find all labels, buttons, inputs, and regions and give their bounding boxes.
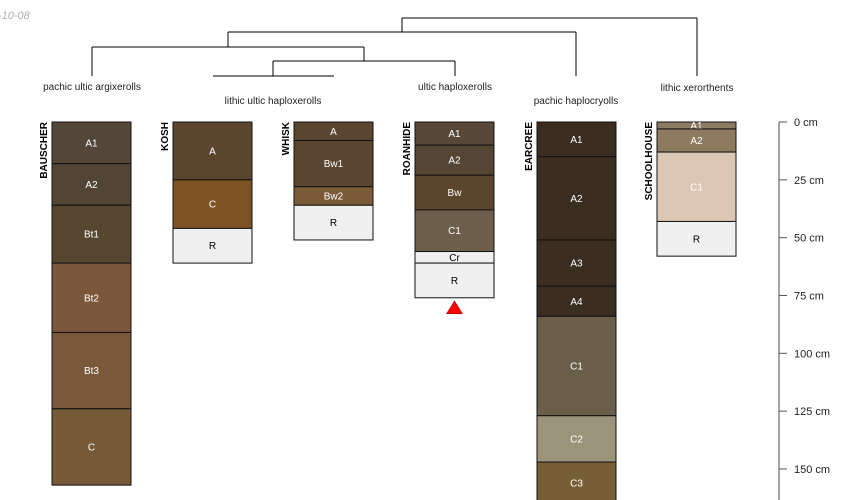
horizon-c1 (536, 315, 617, 417)
horizon-label: C (88, 442, 95, 453)
horizon-a2 (536, 156, 617, 241)
horizon-r (414, 262, 495, 299)
date-stamp: -10-08 (0, 10, 31, 22)
axis-tick-label: 75 cm (794, 290, 824, 302)
horizon-c3 (536, 461, 617, 500)
horizon-label: A (330, 127, 337, 138)
horizon-label: A4 (570, 297, 583, 308)
horizon-c (51, 408, 132, 486)
axis-tick-label: 0 cm (794, 117, 818, 129)
axis-tick-label: 50 cm (794, 233, 824, 245)
horizon-bt1 (51, 204, 132, 264)
horizon-label: A2 (448, 156, 461, 167)
horizon-label: C (209, 200, 216, 211)
horizon-label: Bt3 (84, 366, 99, 377)
horizon-label: A1 (690, 121, 703, 132)
horizon-r (656, 220, 737, 257)
horizon-a3 (536, 239, 617, 287)
taxonomy-label: lithic ultic haploxerolls (225, 96, 322, 107)
truncation-marker-icon (446, 300, 463, 315)
axis-tick-label: 125 cm (794, 406, 830, 418)
horizon-a2 (414, 144, 495, 176)
horizon-label: A (209, 146, 216, 157)
depth-axis: 0 cm 25 cm 50 cm 75 cm 100 cm 125 cm 150 cm (778, 117, 830, 500)
horizon-label: Bw1 (324, 159, 344, 170)
horizon-label: C3 (570, 478, 583, 489)
horizon-label: C1 (448, 226, 461, 237)
profile-kosh: KOSH A C R (160, 121, 253, 264)
horizon-label: A2 (690, 136, 703, 147)
profile-name: EARCREE (524, 122, 535, 171)
horizon-label: Bt1 (84, 230, 99, 241)
horizon-bw1 (293, 140, 374, 188)
taxonomy-label: lithic xerorthents (661, 83, 734, 94)
horizon-c1 (656, 151, 737, 222)
horizon-label: R (693, 234, 700, 245)
horizon-a1 (51, 121, 132, 165)
horizon-label: A3 (570, 259, 583, 270)
horizon-a (172, 121, 253, 181)
horizon-r (293, 204, 374, 241)
horizon-label: Bw2 (324, 192, 344, 203)
horizon-c1 (414, 209, 495, 253)
taxonomy-label: pachic haplocryolls (534, 96, 619, 107)
profile-name: KOSH (160, 122, 171, 151)
dendrogram (91, 17, 698, 77)
horizon-a1 (536, 121, 617, 158)
horizon-label: A2 (85, 180, 98, 191)
horizon-a4 (536, 285, 617, 317)
horizon-label: A1 (85, 138, 98, 149)
profile-name: WHISK (281, 121, 292, 155)
profile-name: ROANHIDE (402, 122, 413, 176)
horizon-label: R (451, 276, 458, 287)
horizon-label: A2 (570, 194, 583, 205)
horizon-label: R (209, 241, 216, 252)
horizon-r (172, 227, 253, 264)
horizon-label: Bw (448, 188, 463, 199)
horizon-bt3 (51, 331, 132, 410)
taxonomy-label: ultic haploxerolls (418, 82, 492, 93)
horizon-label: R (330, 218, 337, 229)
taxonomy-label: pachic ultic argixerolls (43, 82, 141, 93)
taxonomy-labels: pachic ultic argixerolls lithic ultic hap… (43, 82, 733, 107)
profile-name: SCHOOLHOUSE (644, 122, 655, 201)
axis-tick-label: 100 cm (794, 348, 830, 360)
profile-name: BAUSCHER (39, 121, 50, 178)
horizon-label: Bt2 (84, 293, 99, 304)
horizon-label: C2 (570, 434, 583, 445)
horizon-label: A1 (570, 135, 583, 146)
horizon-bw (414, 174, 495, 211)
axis-tick-label: 25 cm (794, 175, 824, 187)
horizon-label: C1 (690, 182, 703, 193)
horizon-c2 (536, 415, 617, 463)
horizon-c (172, 179, 253, 229)
horizon-label: A1 (448, 129, 461, 140)
axis-tick-label: 150 cm (794, 464, 830, 476)
horizon-label: C1 (570, 362, 583, 373)
horizon-label: Cr (449, 253, 460, 264)
